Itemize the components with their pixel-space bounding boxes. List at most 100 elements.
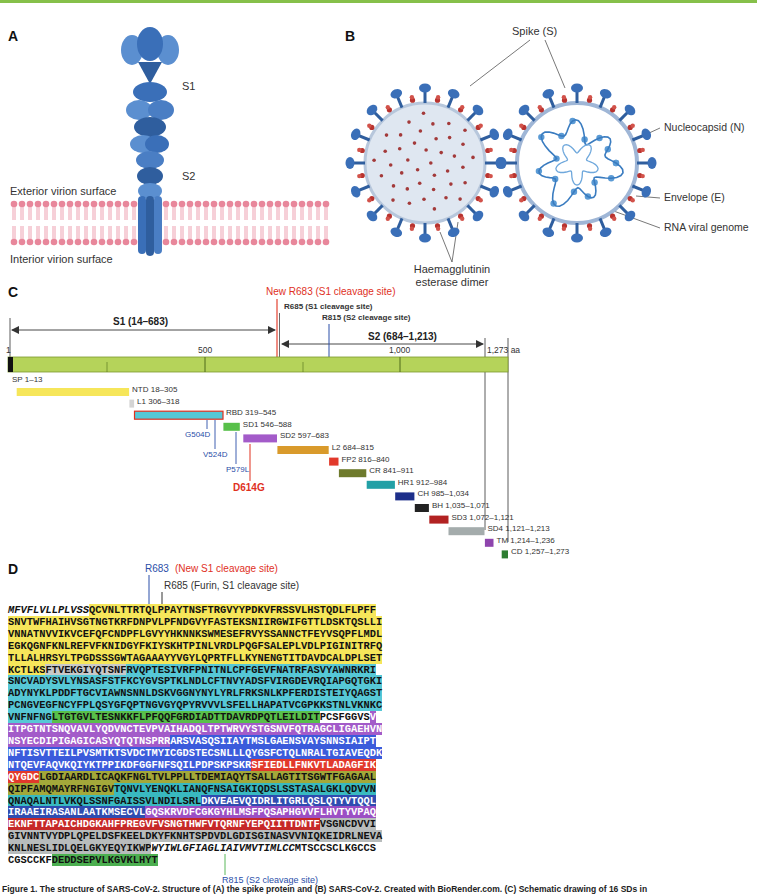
spike-head: [640, 127, 653, 142]
he-dimer: [562, 227, 566, 231]
lipid-bilayer: [10, 200, 330, 246]
virion-dot: [406, 187, 410, 191]
spike-head: [571, 234, 583, 243]
domain-label: SD2 597–683: [280, 431, 329, 440]
virion-dot: [461, 166, 465, 170]
panel-letter: A: [8, 28, 18, 44]
domain-bar: [329, 458, 338, 466]
mutation-label: D614G: [233, 482, 265, 494]
domain-bar: [17, 388, 129, 396]
he-dimer: [631, 198, 635, 202]
spike-head: [349, 184, 362, 199]
virion-dot: [463, 181, 467, 185]
virion-dot: [434, 137, 438, 141]
spike-head: [488, 184, 501, 199]
he-dimer: [588, 227, 592, 231]
he-dimer: [367, 198, 371, 202]
virion-dot: [406, 158, 410, 162]
region-label: S1 (14–683): [113, 316, 168, 328]
part-label: S2: [182, 170, 195, 183]
virion-dot: [385, 133, 389, 137]
virion-dot: [407, 120, 411, 124]
virion-particle: [498, 84, 657, 243]
spike-head: [446, 226, 461, 239]
part-label: RNA viral genome: [664, 221, 749, 233]
rna-genome: [539, 120, 623, 207]
domain-bar: [367, 481, 395, 489]
cleavage-site-label: R685 (S1 cleavage site): [284, 302, 373, 311]
domain-bar: [277, 446, 328, 454]
he-dimer: [410, 227, 414, 231]
domain-label: CH 985–1,034: [417, 489, 469, 498]
mutation-label: G504D: [185, 430, 210, 439]
part-label: S1: [182, 80, 195, 93]
he-dimer: [588, 95, 592, 99]
domain-label: SD1 546–588: [243, 420, 292, 429]
spike-head: [648, 157, 657, 169]
cleavage-site-label: R815 (S2 cleavage site): [222, 875, 318, 885]
virion-dot: [463, 128, 467, 132]
spike-head: [389, 226, 404, 239]
spike-head: [365, 103, 380, 118]
virion-dot: [419, 129, 423, 133]
domain-label: CD 1,257–1,273: [511, 547, 569, 556]
he-dimer: [489, 148, 493, 152]
he-dimer: [460, 105, 464, 109]
he-dimer: [509, 174, 513, 178]
virion-particle: [346, 84, 505, 243]
domain-label: FP2 816–840: [341, 455, 389, 464]
domain-bar: [339, 469, 366, 477]
domain-scale: [8, 299, 508, 542]
domain-label: RBD 319–545: [226, 408, 276, 417]
he-dimer: [357, 148, 361, 152]
spike-head: [471, 209, 486, 224]
virion-dot: [458, 197, 462, 201]
spike-head: [517, 209, 532, 224]
domain-bar: [129, 400, 134, 408]
spike-head: [349, 127, 362, 142]
virion-dot: [408, 201, 412, 205]
part-label: Haemagglutinin esterase dimer: [402, 263, 502, 288]
domain-bar: [135, 411, 224, 419]
sequence-segment: PCSFGGVS: [320, 711, 370, 723]
he-dimer: [612, 105, 616, 109]
virion-dot: [392, 184, 396, 188]
sequence-segment: WYIWLGFIAGLIAIVMVTIMLCC: [151, 842, 294, 854]
spike-head: [419, 84, 431, 93]
virion-dot: [444, 196, 448, 200]
spike-head: [571, 84, 583, 93]
virion-dot: [433, 207, 437, 211]
spike-head: [517, 103, 532, 118]
virion-dot: [453, 154, 457, 158]
spike-head: [501, 184, 514, 199]
domain-label: L2 684–815: [332, 443, 374, 452]
spike-head: [501, 127, 514, 142]
spike-illustration: [121, 27, 179, 256]
part-label: Nucleocapsid (N): [664, 121, 745, 133]
he-dimer: [538, 217, 542, 221]
cleavage-site-label: R815 (S2 cleavage site): [322, 313, 411, 322]
cleavage-site-label: New R683 (S1 cleavage site): [266, 286, 396, 298]
sequence-segment: GQSKRVDFCGKGYHLMSFPQSAPHGVVFLHVTYVPAQ: [145, 806, 376, 818]
sequence-segment: DEDDSEPVLKGVKLHYT: [52, 854, 158, 866]
domain-label: L1 306–318: [137, 397, 179, 406]
virion-dot: [448, 136, 452, 140]
domain-label: BH 1,035–1,071: [432, 501, 490, 510]
figure-caption: Figure 1. The structure of SARS-CoV-2. S…: [2, 885, 647, 895]
rna-genome: [556, 145, 598, 185]
spike-head: [346, 157, 355, 169]
domain-label: SD3 1,072–1,121: [451, 513, 513, 522]
spike-head: [471, 103, 486, 118]
domain-bar: [502, 550, 508, 558]
domain-bar: [243, 434, 277, 442]
domain-label: CR 841–911: [369, 466, 413, 475]
spike-head: [365, 209, 380, 224]
virion-dot: [449, 182, 453, 186]
spike-head: [488, 127, 501, 142]
he-dimer: [410, 95, 414, 99]
virion-dot: [399, 133, 403, 137]
spike-head: [598, 226, 613, 239]
virion-dot: [447, 122, 451, 126]
virion-dot: [400, 171, 404, 175]
